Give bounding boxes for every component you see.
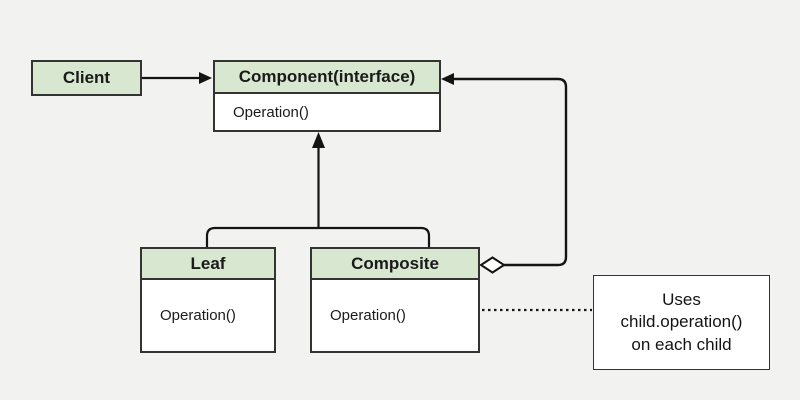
- note-box: Uses child.operation() on each child: [593, 275, 770, 370]
- note-line-3: on each child: [631, 334, 732, 354]
- class-composite: Composite Operation(): [310, 247, 480, 353]
- aggregation-diamond-icon: [479, 256, 506, 274]
- aggregation-loop-line: [441, 73, 568, 274]
- arrowhead-right-icon: [199, 72, 212, 84]
- class-leaf-method: Operation(): [160, 307, 236, 324]
- inheritance-connector: [205, 132, 431, 247]
- note-line-2: child.operation(): [620, 312, 743, 332]
- class-component-body: Operation(): [215, 94, 439, 130]
- note-line-1: Uses: [662, 289, 701, 309]
- class-leaf: Leaf Operation(): [140, 247, 276, 353]
- class-client-name: Client: [62, 68, 111, 87]
- class-composite-header: Composite: [312, 249, 478, 280]
- class-component-header: Component(interface): [215, 62, 439, 94]
- class-component-method: Operation(): [233, 103, 309, 121]
- arrowhead-up-icon: [312, 132, 325, 148]
- class-leaf-body: Operation(): [142, 280, 274, 351]
- class-leaf-name: Leaf: [190, 253, 226, 273]
- class-composite-name: Composite: [351, 253, 439, 273]
- class-composite-body: Operation(): [312, 280, 478, 351]
- class-composite-method: Operation(): [330, 307, 406, 324]
- class-client: Client: [31, 60, 142, 96]
- class-component-name: Component(interface): [238, 67, 416, 86]
- client-to-component-arrow: [142, 72, 212, 84]
- class-leaf-header: Leaf: [142, 249, 274, 280]
- arrowhead-left-icon: [441, 73, 454, 85]
- class-component: Component(interface) Operation(): [213, 60, 441, 132]
